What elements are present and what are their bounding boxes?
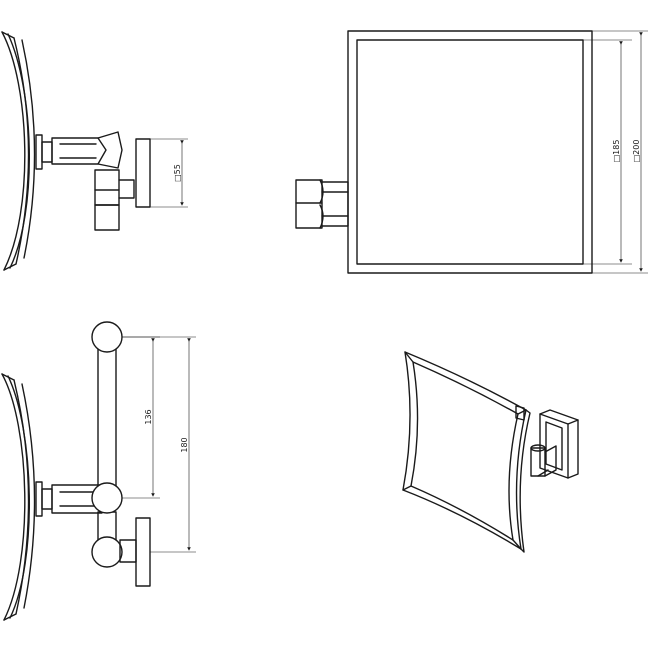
bottom-ball-joint	[91, 536, 123, 568]
dim-136: 136	[122, 336, 160, 499]
arm-top	[51, 131, 123, 169]
dim-55-label: □55	[173, 164, 182, 182]
top-ball-joint	[91, 321, 123, 353]
iso-arm	[515, 405, 557, 477]
dim-185-label: □185	[612, 140, 621, 163]
mirror-outer-frame	[347, 30, 593, 274]
mirror-profile-top	[1, 31, 36, 271]
side-view-folded: □55	[1, 31, 188, 271]
wall-plate-top	[135, 138, 151, 208]
mirror-inner-glass	[356, 39, 584, 265]
wall-plate-bottom	[135, 517, 151, 587]
iso-mirror	[402, 351, 531, 553]
hinge-bottom	[35, 481, 53, 517]
dim-55: □55	[150, 138, 188, 208]
dim-185: □185	[583, 39, 632, 265]
dim-180: 180	[122, 336, 196, 553]
mirror-profile-bottom	[1, 373, 36, 621]
middle-ball-joint	[91, 482, 123, 514]
iso-wall-plate	[539, 409, 579, 479]
isometric-view	[402, 351, 579, 553]
dim-180-label: 180	[180, 437, 189, 452]
front-arm	[295, 179, 349, 229]
side-view-extended: 136 180	[1, 321, 196, 621]
dim-200-label: □200	[632, 140, 641, 163]
vertical-rod	[97, 344, 117, 545]
dim-200: □200	[592, 30, 648, 274]
hinge-top	[35, 134, 53, 170]
front-view: □185 □200	[295, 30, 648, 274]
neck-top	[94, 169, 135, 231]
dim-136-label: 136	[144, 409, 153, 424]
